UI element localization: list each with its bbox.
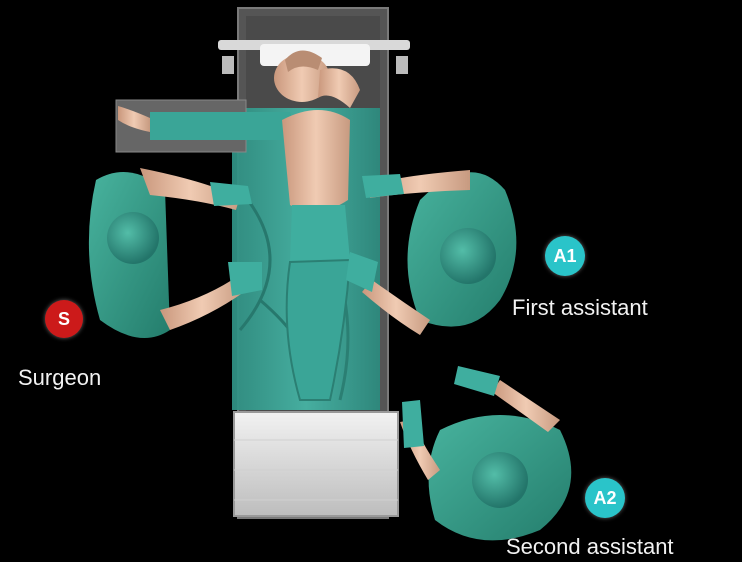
second-assistant-badge: A2 — [585, 478, 625, 518]
second-assistant-figure — [400, 366, 571, 540]
surgeon-label: Surgeon — [18, 365, 101, 391]
first-assistant-badge: A1 — [545, 236, 585, 276]
first-assistant-label: First assistant — [512, 295, 648, 321]
second-assistant-label: Second assistant — [506, 534, 674, 560]
table-footboard — [234, 412, 398, 516]
surgeon-badge: S — [45, 300, 83, 338]
